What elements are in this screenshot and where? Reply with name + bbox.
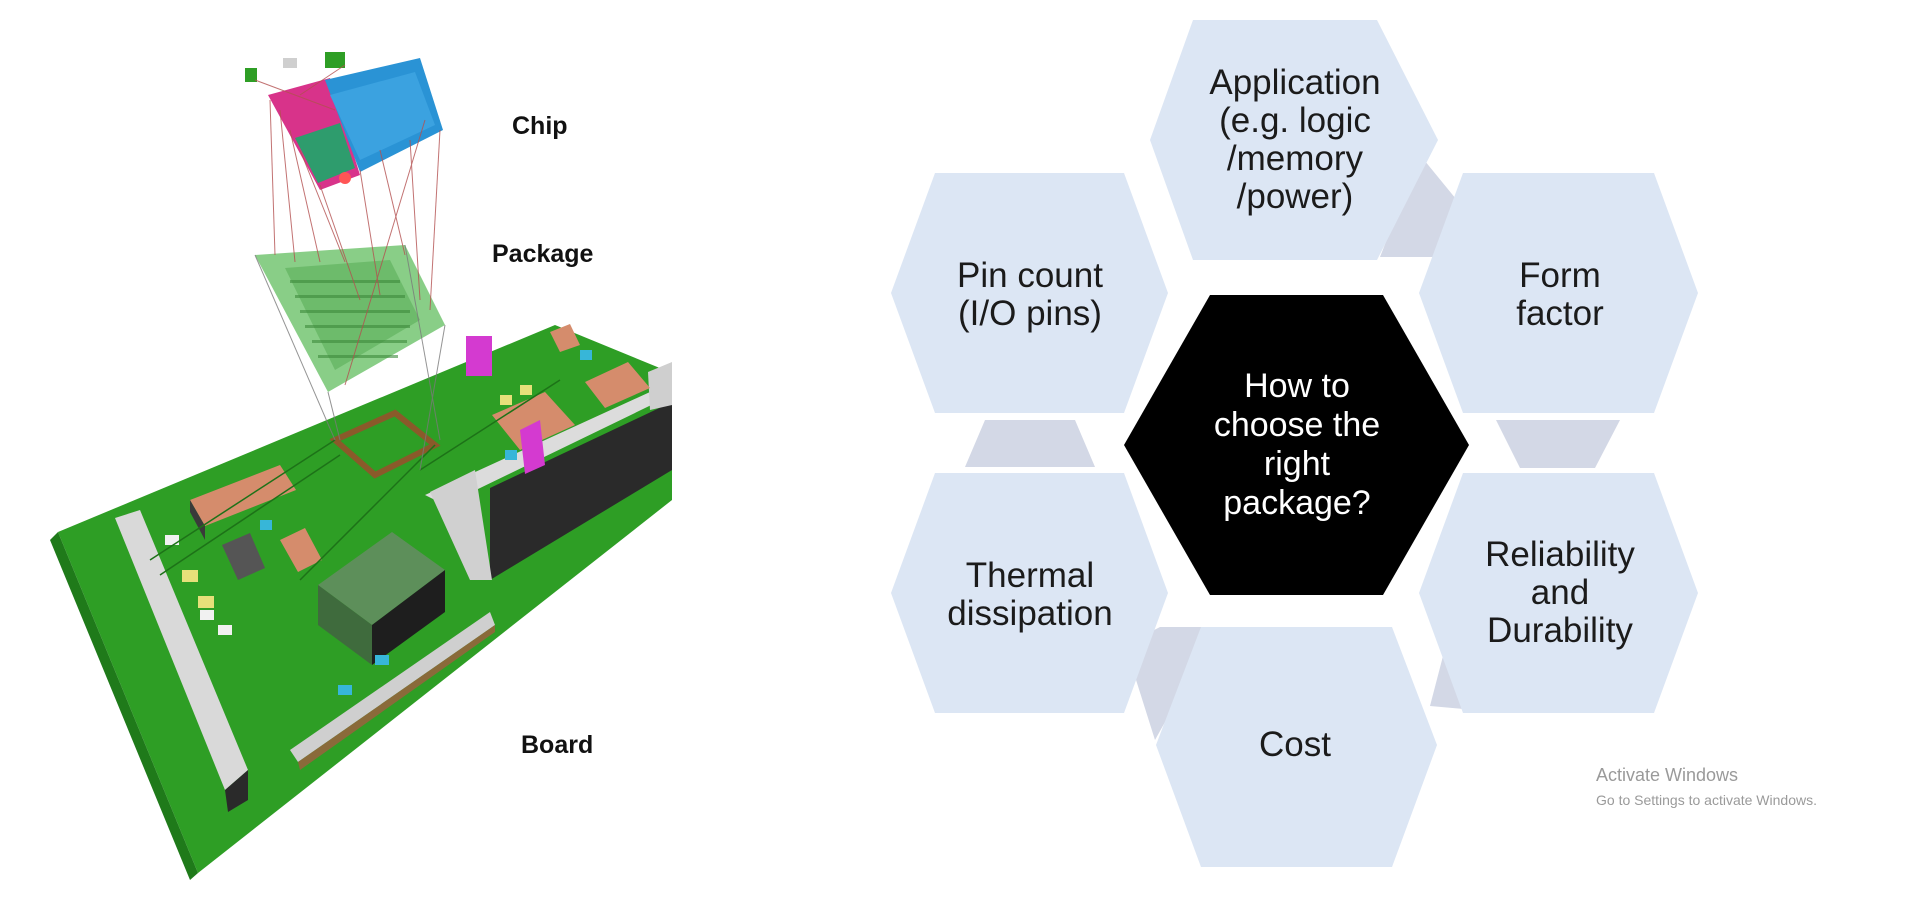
hex-top-right xyxy=(1419,173,1698,413)
outer-hexagons xyxy=(891,20,1698,867)
hex-bottom-label: Cost xyxy=(1259,725,1331,764)
hex-bottom-left-label: Thermal dissipation xyxy=(947,556,1113,633)
chip-graphic xyxy=(245,52,443,190)
hex-top-left xyxy=(891,173,1168,413)
hex-center xyxy=(1124,295,1469,595)
activation-watermark: Activate Windows Go to Settings to activ… xyxy=(1596,765,1817,808)
board-graphic xyxy=(50,324,672,880)
package-graphic xyxy=(255,245,445,392)
center-question: How to choose the right package? xyxy=(1213,367,1381,522)
hex-top-left-label: Pin count (I/O pins) xyxy=(957,256,1103,333)
watermark-title: Activate Windows xyxy=(1596,765,1739,785)
hex-bottom-left xyxy=(891,473,1168,713)
hex-bottom xyxy=(1156,627,1437,867)
interconnect-wires xyxy=(254,64,441,386)
hex-top-label: Application (e.g. logic /memory /power) xyxy=(1209,63,1381,216)
chip-label: Chip xyxy=(512,112,568,140)
chip-package-board-illustration xyxy=(50,52,672,880)
package-label: Package xyxy=(492,240,594,268)
hex-top xyxy=(1150,20,1438,260)
watermark-subtitle: Go to Settings to activate Windows. xyxy=(1596,792,1817,808)
board-label: Board xyxy=(521,731,594,759)
hex-bottom-right xyxy=(1419,473,1698,713)
hex-top-right-label: Form factor xyxy=(1516,256,1604,333)
hex-bottom-right-label: Reliability and Durability xyxy=(1485,534,1635,650)
hexagon-diagram xyxy=(891,20,1698,867)
